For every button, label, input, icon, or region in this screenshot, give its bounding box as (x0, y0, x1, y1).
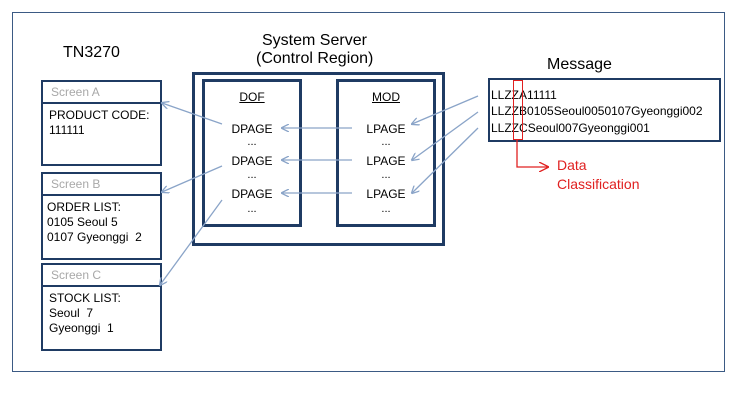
mod-ellipsis-3: ... (381, 203, 391, 215)
message-line-b-code: B (519, 104, 528, 118)
tn3270-title: TN3270 (63, 44, 120, 61)
dof-ellipsis-3: ... (247, 203, 257, 215)
dof-row-1: DPAGE (231, 122, 273, 136)
screen-c-body: STOCK LIST: Seoul 7 Gyeonggi 1 (49, 291, 121, 335)
dof-ellipsis-1: ... (247, 136, 257, 148)
message-title: Message (547, 56, 612, 73)
arrow-msg-a-lpage1 (412, 95, 479, 124)
classification-highlight (513, 80, 523, 140)
server-title-line1: System Server (262, 32, 367, 49)
screen-b: Screen B ORDER LIST: 0105 Seoul 5 0107 G… (41, 172, 162, 260)
message-line-a-prefix: LLZZ (491, 88, 520, 102)
screen-c-header: Screen C (43, 265, 160, 287)
mod-row-1: LPAGE (366, 122, 406, 136)
message-line-b: LLZZB0105Seoul0050107Gyeonggi002 (491, 104, 703, 118)
arrow-msg-c-lpage3 (412, 127, 479, 193)
dof-row-2: DPAGE (231, 154, 273, 168)
message-line-a: LLZZA11111 (491, 88, 557, 102)
annotation-line2: Classification (557, 176, 640, 192)
screen-a-body: PRODUCT CODE: 111111 (49, 108, 150, 137)
message-line-c-code: C (519, 121, 528, 135)
dof-ellipsis-2: ... (247, 169, 257, 181)
mod-row-3: LPAGE (366, 187, 406, 201)
system-server-box (192, 72, 445, 246)
message-line-b-rest: 0105Seoul0050107Gyeonggi002 (527, 104, 703, 118)
screen-a: Screen A PRODUCT CODE: 111111 (41, 80, 162, 166)
arrow-dpage3-screen-c (160, 199, 223, 285)
message-line-c: LLZZCSeoul007Gyeonggi001 (491, 121, 650, 135)
message-box (488, 78, 721, 142)
diagram-frame (12, 12, 725, 372)
screen-b-body: ORDER LIST: 0105 Seoul 5 0107 Gyeonggi 2 (47, 200, 142, 244)
message-line-c-prefix: LLZZ (491, 121, 520, 135)
arrow-dpage2-screen-b (162, 165, 223, 192)
mod-row-2: LPAGE (366, 154, 406, 168)
dof-label: DOF (239, 90, 265, 104)
classification-pointer (516, 139, 548, 167)
message-line-a-code: A (519, 88, 528, 102)
mod-ellipsis-1: ... (381, 136, 391, 148)
annotation-line1: Data (557, 157, 587, 173)
dof-box (202, 79, 302, 227)
mod-label: MOD (372, 90, 400, 104)
screen-c: Screen C STOCK LIST: Seoul 7 Gyeonggi 1 (41, 263, 162, 351)
message-line-a-rest: 11111 (527, 88, 557, 102)
mod-ellipsis-2: ... (381, 169, 391, 181)
screen-a-header: Screen A (43, 82, 160, 104)
message-line-b-prefix: LLZZ (491, 104, 520, 118)
arrow-msg-b-lpage2 (412, 111, 479, 160)
message-line-c-rest: Seoul007Gyeonggi001 (527, 121, 650, 135)
server-title-line2: (Control Region) (256, 50, 374, 67)
mod-box (336, 79, 436, 227)
dof-row-3: DPAGE (231, 187, 273, 201)
arrow-dpage1-screen-a (162, 103, 223, 125)
screen-b-header: Screen B (43, 174, 160, 196)
